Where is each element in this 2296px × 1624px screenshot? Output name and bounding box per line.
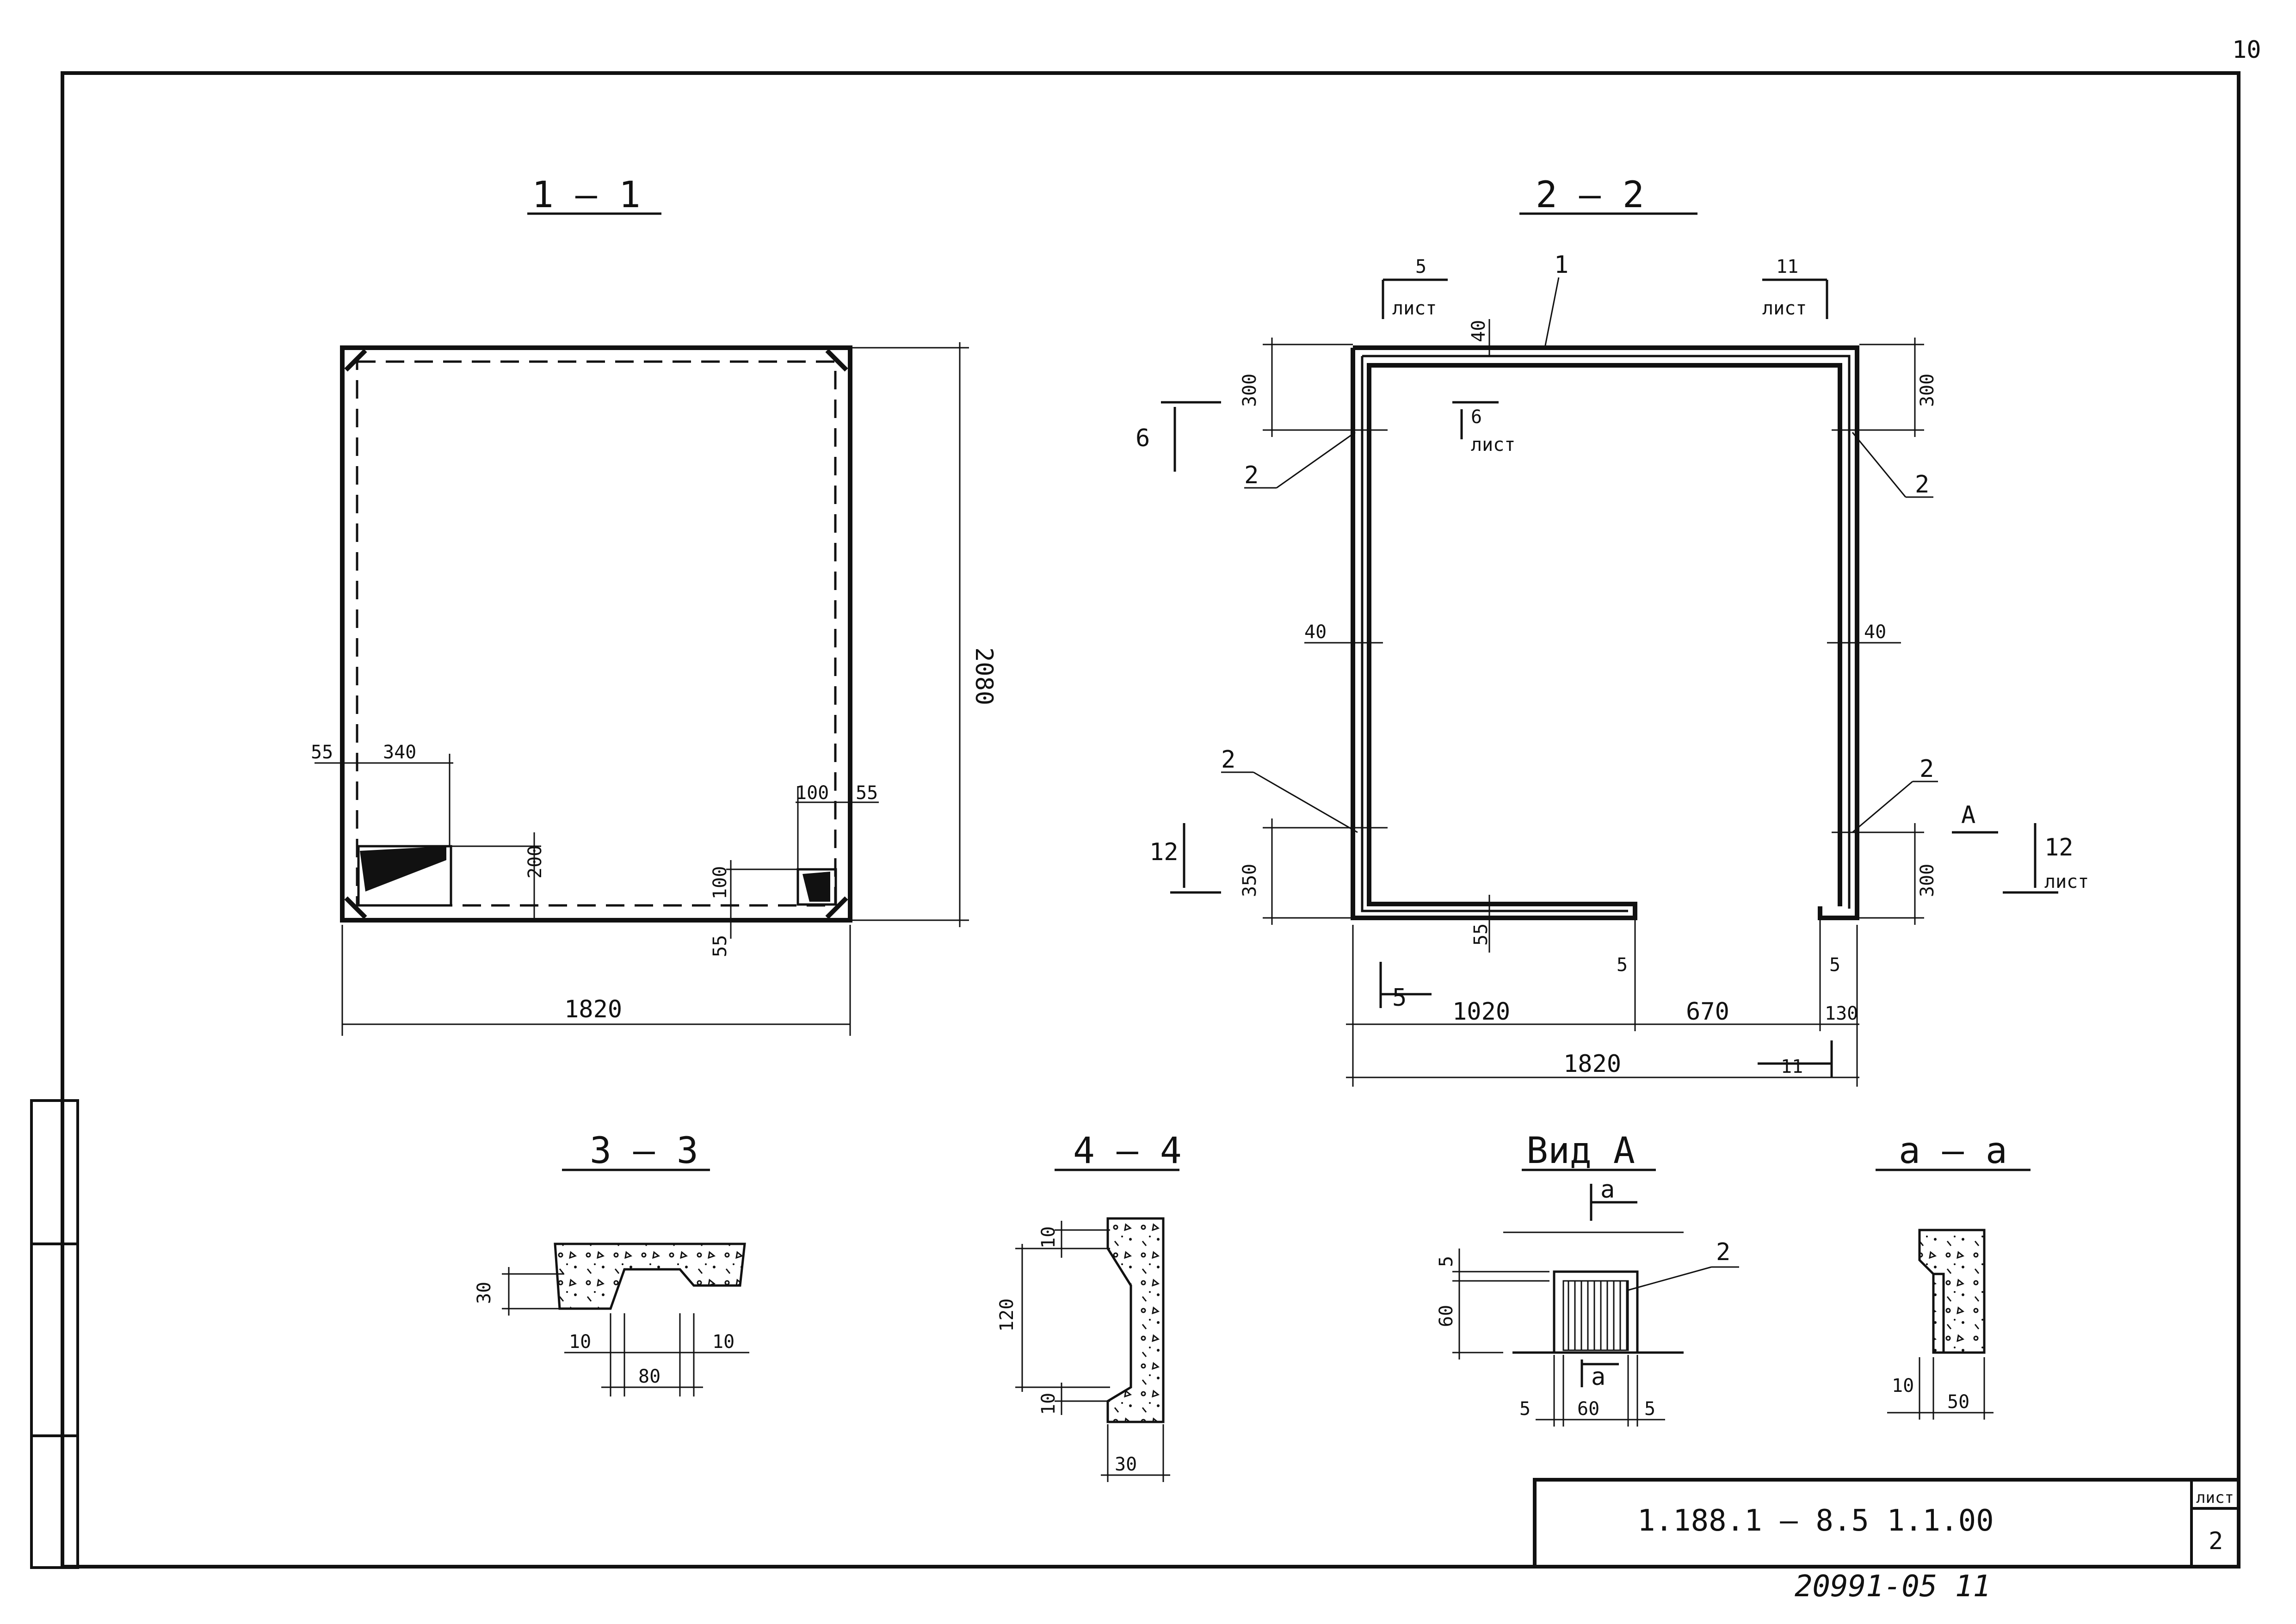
- drawing-designation: 1.188.1 — 8.5 1.1.00: [1637, 1504, 1994, 1538]
- position-2-label-d: 2: [1920, 755, 1934, 783]
- dim-view-a-5b: 5: [1519, 1398, 1531, 1420]
- dim-1-1-200: 200: [525, 845, 546, 879]
- dim-1-1-340: 340: [383, 742, 416, 763]
- view-a: Вид А: [1452, 1130, 1739, 1427]
- position-1-label: 1: [1554, 251, 1568, 279]
- dim-2-2-350: 350: [1239, 864, 1260, 897]
- dim-2-2-5a: 5: [1617, 954, 1628, 976]
- dim-1-1-55a: 55: [311, 742, 333, 763]
- opening-left: [357, 845, 452, 907]
- section-a-a: а — а: [1876, 1130, 2031, 1420]
- position-2-label-b: 2: [1915, 471, 1929, 498]
- dim-1-1-55c: 55: [710, 935, 731, 957]
- section-1-1: 1 — 1: [315, 174, 969, 1036]
- dim-2-2-40c: 40: [1864, 621, 1886, 643]
- dim-1-1-width: 1820: [564, 996, 622, 1023]
- cut-6-number: 6: [1136, 424, 1150, 452]
- view-a-cut-label-bottom: a: [1591, 1363, 1605, 1391]
- cut-12b-sheet: лист: [2044, 871, 2089, 892]
- sheet-number: 2: [2209, 1527, 2223, 1555]
- dim-1-1-100: 100: [796, 782, 829, 804]
- section-3-3: 3 — 3: [502, 1130, 749, 1396]
- cut-12b-number: 12: [2044, 834, 2074, 861]
- section-a-a-title: а — а: [1899, 1130, 2007, 1172]
- title-block: [1533, 1478, 2240, 1569]
- panel-outline: [340, 345, 852, 923]
- dim-4-4-10b: 10: [1038, 1393, 1059, 1415]
- dim-4-4-30: 30: [1115, 1454, 1137, 1475]
- dim-1-1-100b: 100: [710, 866, 731, 899]
- dim-view-a-60b: 60: [1577, 1398, 1599, 1420]
- corner-page-number: 10: [2232, 36, 2261, 64]
- dim-2-2-670: 670: [1686, 998, 1729, 1026]
- dim-2-2-1020: 1020: [1452, 998, 1510, 1026]
- view-a-marker: A: [1961, 801, 1975, 829]
- sheet-label: лист: [2196, 1489, 2234, 1507]
- dim-2-2-40b: 40: [1304, 621, 1327, 643]
- view-a-position-2: 2: [1716, 1238, 1730, 1266]
- section-4-4: 4 — 4: [1015, 1130, 1182, 1482]
- dim-4-4-10a: 10: [1038, 1226, 1059, 1249]
- dim-view-a-5a: 5: [1436, 1256, 1457, 1267]
- dim-a-a-10: 10: [1892, 1375, 1914, 1396]
- dim-1-1-55b: 55: [856, 782, 878, 804]
- dim-3-3-80: 80: [638, 1366, 660, 1387]
- position-2-label-c: 2: [1221, 746, 1235, 774]
- dim-1-1-height: 2080: [970, 647, 998, 705]
- position-2-label-a: 2: [1244, 461, 1259, 489]
- section-3-3-title: 3 — 3: [590, 1130, 698, 1172]
- reinforcement-contour: [356, 360, 837, 907]
- dim-4-4-120: 120: [996, 1298, 1018, 1332]
- cut-5-sheet: лист: [1392, 298, 1437, 319]
- opening-right: [796, 868, 837, 906]
- dim-view-a-5c: 5: [1644, 1398, 1655, 1420]
- archive-number: 20991-05 11: [1795, 1569, 1991, 1604]
- section-2-2-title: 2 — 2: [1536, 174, 1644, 216]
- dim-3-3-10b: 10: [712, 1331, 734, 1353]
- section-1-1-title: 1 — 1: [532, 174, 641, 216]
- cut-6b-number: 6: [1471, 406, 1482, 428]
- cut-11-sheet: лист: [1762, 298, 1807, 319]
- dim-2-2-130: 130: [1825, 1003, 1858, 1024]
- sheet-frame: [30, 71, 2240, 1569]
- dim-view-a-60: 60: [1436, 1305, 1457, 1327]
- view-a-title: Вид А: [1526, 1130, 1635, 1172]
- cut-5b-number: 5: [1392, 984, 1407, 1012]
- dim-3-3-10a: 10: [569, 1331, 591, 1353]
- dim-2-2-1820: 1820: [1563, 1050, 1621, 1078]
- section-4-4-title: 4 — 4: [1073, 1130, 1182, 1172]
- dim-3-3-30: 30: [474, 1282, 495, 1304]
- dim-2-2-5b: 5: [1829, 954, 1840, 976]
- dim-a-a-50: 50: [1947, 1391, 1969, 1413]
- dim-2-2-300c: 300: [1917, 864, 1938, 897]
- dim-2-2-40a: 40: [1468, 320, 1489, 342]
- cut-11-number: 11: [1776, 256, 1798, 277]
- section-2-2: 2 — 2: [1161, 174, 2058, 1087]
- cut-6b-sheet: лист: [1471, 434, 1515, 455]
- dim-2-2-300b: 300: [1917, 374, 1938, 407]
- dim-2-2-55: 55: [1470, 923, 1492, 946]
- cut-11b-number: 11: [1781, 1056, 1803, 1077]
- dim-2-2-300a: 300: [1239, 374, 1260, 407]
- view-a-cut-label-top: a: [1600, 1176, 1615, 1204]
- cut-12-number: 12: [1149, 838, 1179, 866]
- cut-5-number: 5: [1415, 256, 1426, 277]
